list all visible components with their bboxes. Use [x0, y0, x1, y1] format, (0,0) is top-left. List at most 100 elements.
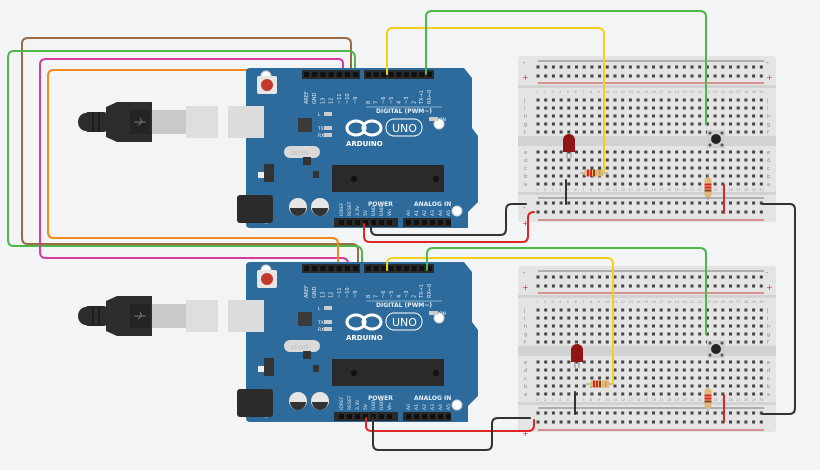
terminal-hole[interactable] [582, 360, 586, 364]
terminal-hole[interactable] [698, 182, 702, 186]
terminal-hole[interactable] [698, 324, 702, 328]
terminal-hole[interactable] [636, 384, 640, 388]
rail-hole[interactable] [636, 275, 640, 279]
rail-hole[interactable] [575, 420, 578, 424]
rail-hole[interactable] [628, 201, 632, 205]
terminal-hole[interactable] [736, 150, 740, 154]
terminal-hole[interactable] [682, 308, 686, 312]
header-pin[interactable] [355, 220, 360, 225]
rail-hole[interactable] [729, 210, 732, 214]
terminal-hole[interactable] [713, 114, 717, 118]
rail-hole[interactable] [705, 201, 709, 205]
rail-hole[interactable] [544, 411, 548, 415]
rail-hole[interactable] [698, 275, 702, 279]
terminal-hole[interactable] [667, 392, 671, 396]
rail-hole[interactable] [752, 210, 756, 214]
rail-hole[interactable] [721, 420, 725, 424]
terminal-hole[interactable] [721, 182, 725, 186]
rail-hole[interactable] [536, 411, 540, 415]
terminal-hole[interactable] [682, 392, 686, 396]
terminal-hole[interactable] [567, 166, 571, 170]
rail-hole[interactable] [628, 411, 632, 415]
rail-hole[interactable] [644, 74, 648, 78]
terminal-hole[interactable] [752, 392, 756, 396]
rail-hole[interactable] [675, 74, 679, 78]
terminal-hole[interactable] [551, 316, 555, 320]
terminal-hole[interactable] [690, 174, 694, 178]
terminal-hole[interactable] [736, 368, 740, 372]
rail-hole[interactable] [575, 210, 578, 214]
terminal-hole[interactable] [736, 316, 740, 320]
terminal-hole[interactable] [652, 368, 655, 372]
header-pin[interactable] [406, 220, 411, 225]
rail-hole[interactable] [605, 65, 609, 69]
rail-hole[interactable] [559, 411, 563, 415]
terminal-hole[interactable] [575, 392, 578, 396]
rail-hole[interactable] [690, 411, 694, 415]
terminal-hole[interactable] [713, 98, 717, 102]
terminal-hole[interactable] [598, 106, 602, 110]
rail-hole[interactable] [559, 420, 563, 424]
terminal-hole[interactable] [628, 368, 632, 372]
terminal-hole[interactable] [621, 166, 625, 170]
terminal-hole[interactable] [744, 130, 748, 134]
terminal-hole[interactable] [744, 376, 748, 380]
terminal-hole[interactable] [698, 384, 702, 388]
rail-hole[interactable] [721, 411, 725, 415]
rail-hole[interactable] [605, 74, 609, 78]
terminal-hole[interactable] [698, 332, 702, 336]
terminal-hole[interactable] [621, 174, 625, 178]
rail-hole[interactable] [575, 201, 578, 205]
rail-hole[interactable] [705, 284, 709, 288]
terminal-hole[interactable] [736, 182, 740, 186]
header-pin[interactable] [426, 72, 432, 77]
header-pin[interactable] [312, 266, 318, 271]
terminal-hole[interactable] [659, 316, 663, 320]
rail-hole[interactable] [582, 65, 586, 69]
rail-hole[interactable] [590, 420, 594, 424]
rail-hole[interactable] [636, 74, 640, 78]
rail-hole[interactable] [613, 74, 617, 78]
header-pin[interactable] [336, 266, 342, 271]
rail-hole[interactable] [582, 201, 586, 205]
terminal-hole[interactable] [752, 316, 756, 320]
rail-hole[interactable] [582, 275, 586, 279]
power-jack[interactable] [237, 195, 273, 223]
terminal-hole[interactable] [582, 130, 586, 134]
terminal-hole[interactable] [736, 392, 740, 396]
terminal-hole[interactable] [536, 340, 540, 344]
terminal-hole[interactable] [636, 368, 640, 372]
terminal-hole[interactable] [605, 332, 609, 336]
terminal-hole[interactable] [729, 114, 732, 118]
terminal-hole[interactable] [628, 316, 632, 320]
terminal-hole[interactable] [621, 340, 625, 344]
rail-hole[interactable] [582, 411, 586, 415]
rail-hole[interactable] [744, 275, 748, 279]
rail-hole[interactable] [752, 284, 756, 288]
terminal-hole[interactable] [613, 324, 617, 328]
terminal-hole[interactable] [544, 98, 548, 102]
rail-hole[interactable] [605, 275, 609, 279]
terminal-hole[interactable] [536, 106, 540, 110]
rail-hole[interactable] [752, 275, 756, 279]
terminal-hole[interactable] [628, 122, 632, 126]
terminal-hole[interactable] [559, 122, 563, 126]
terminal-hole[interactable] [698, 122, 702, 126]
terminal-hole[interactable] [613, 316, 617, 320]
wire-green-pin10[interactable] [7, 50, 363, 269]
terminal-hole[interactable] [605, 122, 609, 126]
terminal-hole[interactable] [729, 316, 732, 320]
terminal-hole[interactable] [759, 324, 763, 328]
pushbutton[interactable] [707, 340, 725, 358]
terminal-hole[interactable] [652, 106, 655, 110]
header-pin[interactable] [438, 414, 443, 419]
terminal-hole[interactable] [598, 332, 602, 336]
wire-red-5v-bb2[interactable] [365, 417, 535, 432]
terminal-hole[interactable] [551, 384, 555, 388]
terminal-hole[interactable] [721, 98, 725, 102]
terminal-hole[interactable] [628, 182, 632, 186]
terminal-hole[interactable] [752, 150, 756, 154]
terminal-hole[interactable] [682, 174, 686, 178]
terminal-hole[interactable] [590, 98, 594, 102]
usb-cable-plug[interactable] [77, 101, 219, 143]
